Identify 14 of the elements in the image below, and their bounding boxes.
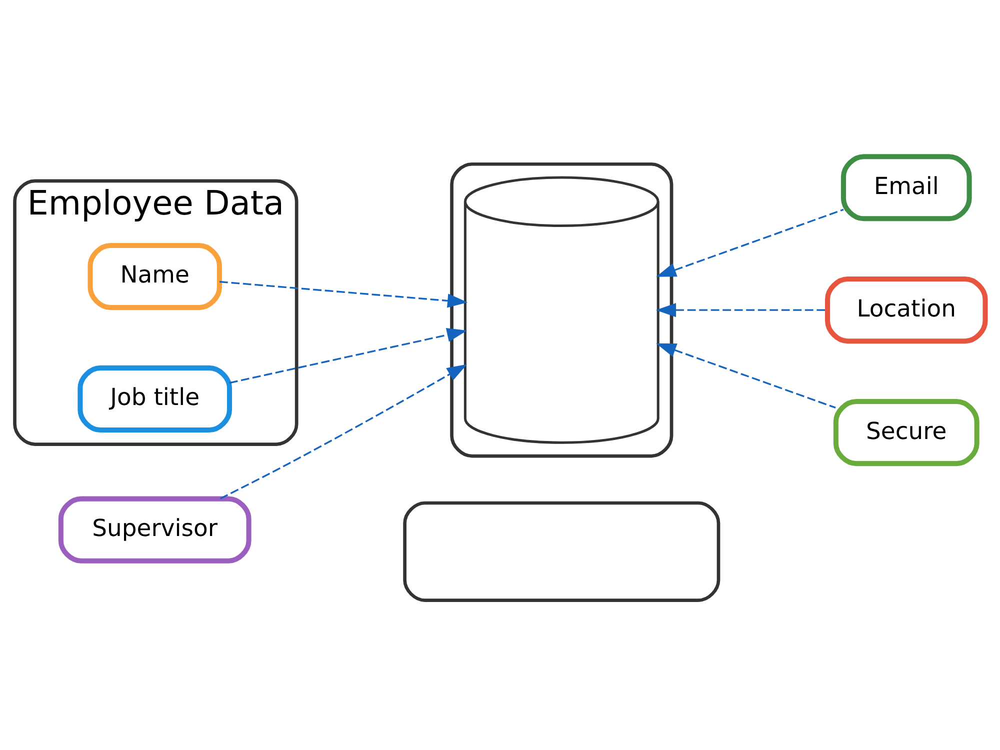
arrow [220,364,468,499]
arrow [656,208,844,276]
node-box: Job title [78,364,232,432]
node-box: Name [88,242,222,310]
arrow [229,328,468,384]
node-box [403,500,720,602]
arrow [220,280,468,308]
node-box: Location [825,276,988,344]
arrow [656,302,828,317]
node-box: Supervisor [58,496,252,563]
node-box: Email [840,154,972,221]
node-box: Secure [833,398,980,466]
cluster [450,162,674,458]
arrow [656,342,836,408]
